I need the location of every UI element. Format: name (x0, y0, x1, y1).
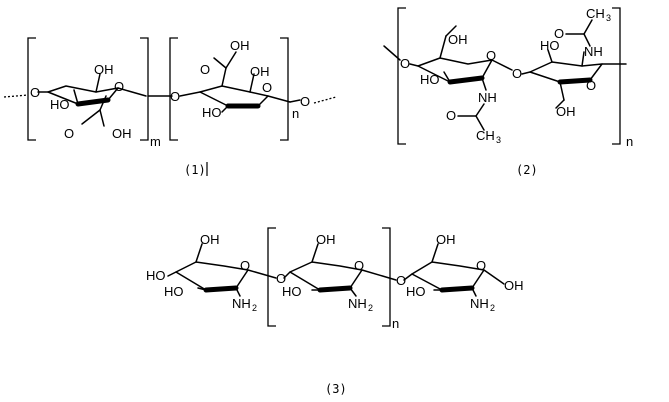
repeat-n-3: n (392, 316, 399, 331)
bracket-3-right (382, 227, 391, 327)
caption-3: (3) (325, 382, 347, 396)
atom-NH2-3b: NH (348, 296, 367, 311)
atom-OH-carboxyl-2: OH (230, 38, 250, 53)
atom-OH-3c: OH (436, 232, 456, 247)
repeat-n-2: n (626, 134, 633, 149)
atom-O-ring-1: O (114, 79, 124, 94)
atom-HO-3c: HO (406, 284, 426, 299)
bracket-m-right (140, 37, 149, 141)
atom-NH2-3c: NH (470, 296, 489, 311)
chain-end-right (313, 96, 337, 104)
atom-CH3-2a: CH (476, 128, 495, 143)
atom-CH3-2a-sub: 3 (496, 135, 501, 145)
atom-O-1: O (30, 85, 40, 100)
atom-OH-3c-end: OH (504, 278, 524, 293)
ring-1-front-edge (75, 97, 111, 107)
chain-end-left (3, 94, 29, 98)
atom-O-carbonyl-1: O (64, 126, 74, 141)
atom-HO-1: HO (50, 97, 70, 112)
atom-OH-carboxyl-1: OH (112, 126, 132, 141)
structure-3: OH O HO HO NH 2 O OH O HO NH 2 n O OH O … (146, 227, 524, 396)
atom-NH2-3a-sub: 2 (252, 303, 257, 313)
repeat-m: m (150, 134, 161, 149)
atom-CH3-2b: CH (586, 6, 605, 21)
repeat-n-1: n (292, 106, 299, 121)
bracket-2-right (612, 7, 621, 145)
atom-OH-2: OH (250, 64, 270, 79)
structure-2: O OH O HO NH O CH 3 O HO NH O CH 3 O OH … (383, 6, 633, 177)
atom-O-link-2: O (300, 94, 310, 109)
atom-O-ring-2a: O (486, 48, 496, 63)
ring-2b-front-edge (557, 77, 593, 85)
bracket-n-left (169, 37, 178, 141)
ring-3a (175, 261, 249, 291)
bracket-n-right (280, 37, 289, 141)
atom-OH-2a: OH (448, 32, 468, 47)
caption-1: (1) (184, 163, 206, 177)
atom-O-ring-3a: O (240, 258, 250, 273)
atom-O-link-3b: O (396, 273, 406, 288)
ring-3a-front-edge (203, 285, 239, 293)
atom-O-2a-link: O (400, 56, 410, 71)
atom-NH2-3b-sub: 2 (368, 303, 373, 313)
atom-O-link-2: O (512, 66, 522, 81)
atom-NH2-3c-sub: 2 (490, 303, 495, 313)
structure-1: O OH O HO O OH m O OH O OH O HO n O (1) (3, 37, 337, 177)
atom-HO-3b: HO (282, 284, 302, 299)
atom-HO-2a: HO (420, 72, 440, 87)
atom-HO-3a: HO (164, 284, 184, 299)
atom-O-ring-3c: O (476, 258, 486, 273)
atom-HO-2: HO (202, 105, 222, 120)
atom-O-link-3a: O (276, 271, 286, 286)
atom-HO-2b: HO (540, 38, 560, 53)
atom-OH-2b: OH (556, 104, 576, 119)
bracket-m-left (27, 37, 36, 141)
atom-NH-2b: NH (584, 44, 603, 59)
caption-2: (2) (516, 163, 538, 177)
atom-HO-3a-top: HO (146, 268, 166, 283)
atom-CH3-2b-sub: 3 (606, 13, 611, 23)
atom-O-link-1: O (170, 89, 180, 104)
ring-3c-front-edge (439, 285, 475, 293)
atom-OH-3b: OH (316, 232, 336, 247)
atom-O-ring-2b: O (586, 78, 596, 93)
ring-2 (199, 85, 269, 107)
atom-O-ring-3b: O (354, 258, 364, 273)
atom-O-amide-2b: O (554, 26, 564, 41)
atom-NH2-3a: NH (232, 296, 251, 311)
bracket-2-left (397, 7, 406, 145)
ring-2a-front-edge (447, 75, 485, 85)
atom-OH-3a: OH (200, 232, 220, 247)
atom-NH-2a: NH (478, 90, 497, 105)
bracket-3-left (267, 227, 276, 327)
atom-OH-1: OH (94, 62, 114, 77)
atom-O-amide-2a: O (446, 108, 456, 123)
atom-O-ring-2: O (262, 80, 272, 95)
atom-O-carbonyl-2: O (200, 62, 210, 77)
ring-3b-front-edge (317, 285, 353, 293)
